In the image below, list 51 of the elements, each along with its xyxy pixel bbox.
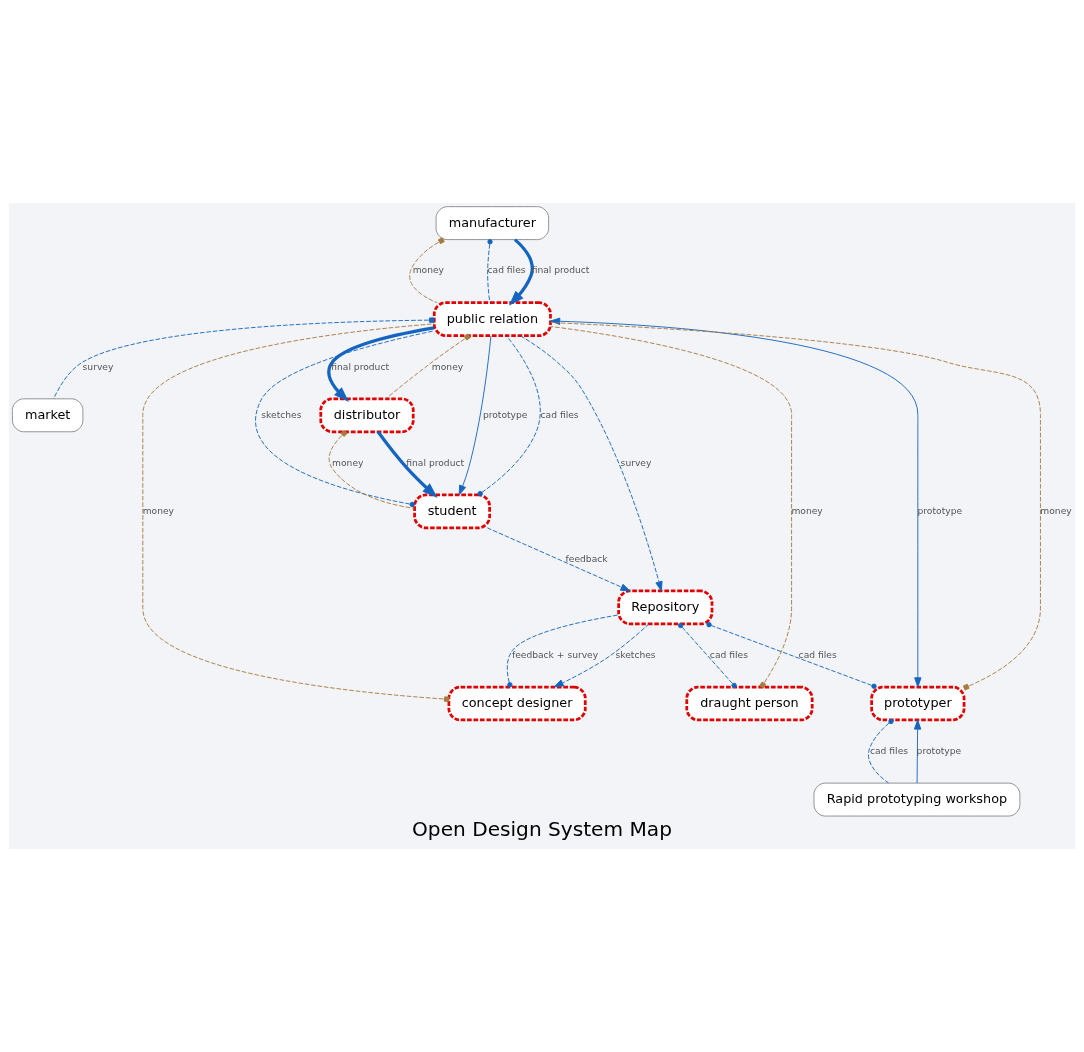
edge-label: cad files <box>870 745 909 756</box>
edge-label: cad files <box>709 649 748 660</box>
edge-label: feedback <box>565 553 608 564</box>
edge-label: final product <box>331 361 390 372</box>
arrow <box>913 719 922 784</box>
node-box: Rapid prototyping workshop <box>813 782 1021 817</box>
connector <box>328 429 415 509</box>
edge-label: money <box>791 505 823 516</box>
connector <box>477 335 541 497</box>
connector <box>678 622 737 689</box>
connector <box>142 323 450 702</box>
connector <box>255 330 435 508</box>
connector <box>409 237 445 304</box>
connector <box>550 326 793 689</box>
edge-label: survey <box>82 361 114 372</box>
node-box: market <box>11 398 84 433</box>
edge-label: sketches <box>615 649 656 660</box>
arrow <box>458 335 492 496</box>
arrow <box>327 326 435 403</box>
edge-label: sketches <box>261 409 302 420</box>
diagram-title: Open Design System Map <box>412 816 672 841</box>
arrow <box>376 430 438 498</box>
connector <box>385 333 471 400</box>
edge-label: money <box>332 457 364 468</box>
arrow <box>550 317 922 688</box>
arrow <box>508 238 534 306</box>
arrow <box>520 335 663 592</box>
edge-label: feedback + survey <box>511 649 599 660</box>
connector <box>53 317 435 400</box>
connector <box>506 614 619 688</box>
edge-label: final product <box>406 457 465 468</box>
edge-label: money <box>412 265 444 276</box>
node-box: student <box>413 493 491 530</box>
edge-label: prototype <box>482 409 528 420</box>
edge-label: cad files <box>540 409 579 420</box>
edge-label: survey <box>620 457 652 468</box>
edge-label: cad files <box>798 649 837 660</box>
arrow <box>553 623 650 688</box>
node-box: concept designer <box>447 685 587 722</box>
edge-label: money <box>431 361 464 372</box>
connector <box>868 718 894 784</box>
edge-label: money <box>1040 505 1072 516</box>
edge-label: prototype <box>917 505 963 516</box>
connector <box>706 622 877 689</box>
node-box: draught person <box>685 685 814 722</box>
arrow <box>486 527 631 592</box>
edge-label: cad files <box>487 265 526 276</box>
node-box: distributor <box>319 397 415 434</box>
connector <box>550 322 1041 691</box>
connector <box>487 239 493 303</box>
edge-label: money <box>142 505 175 516</box>
